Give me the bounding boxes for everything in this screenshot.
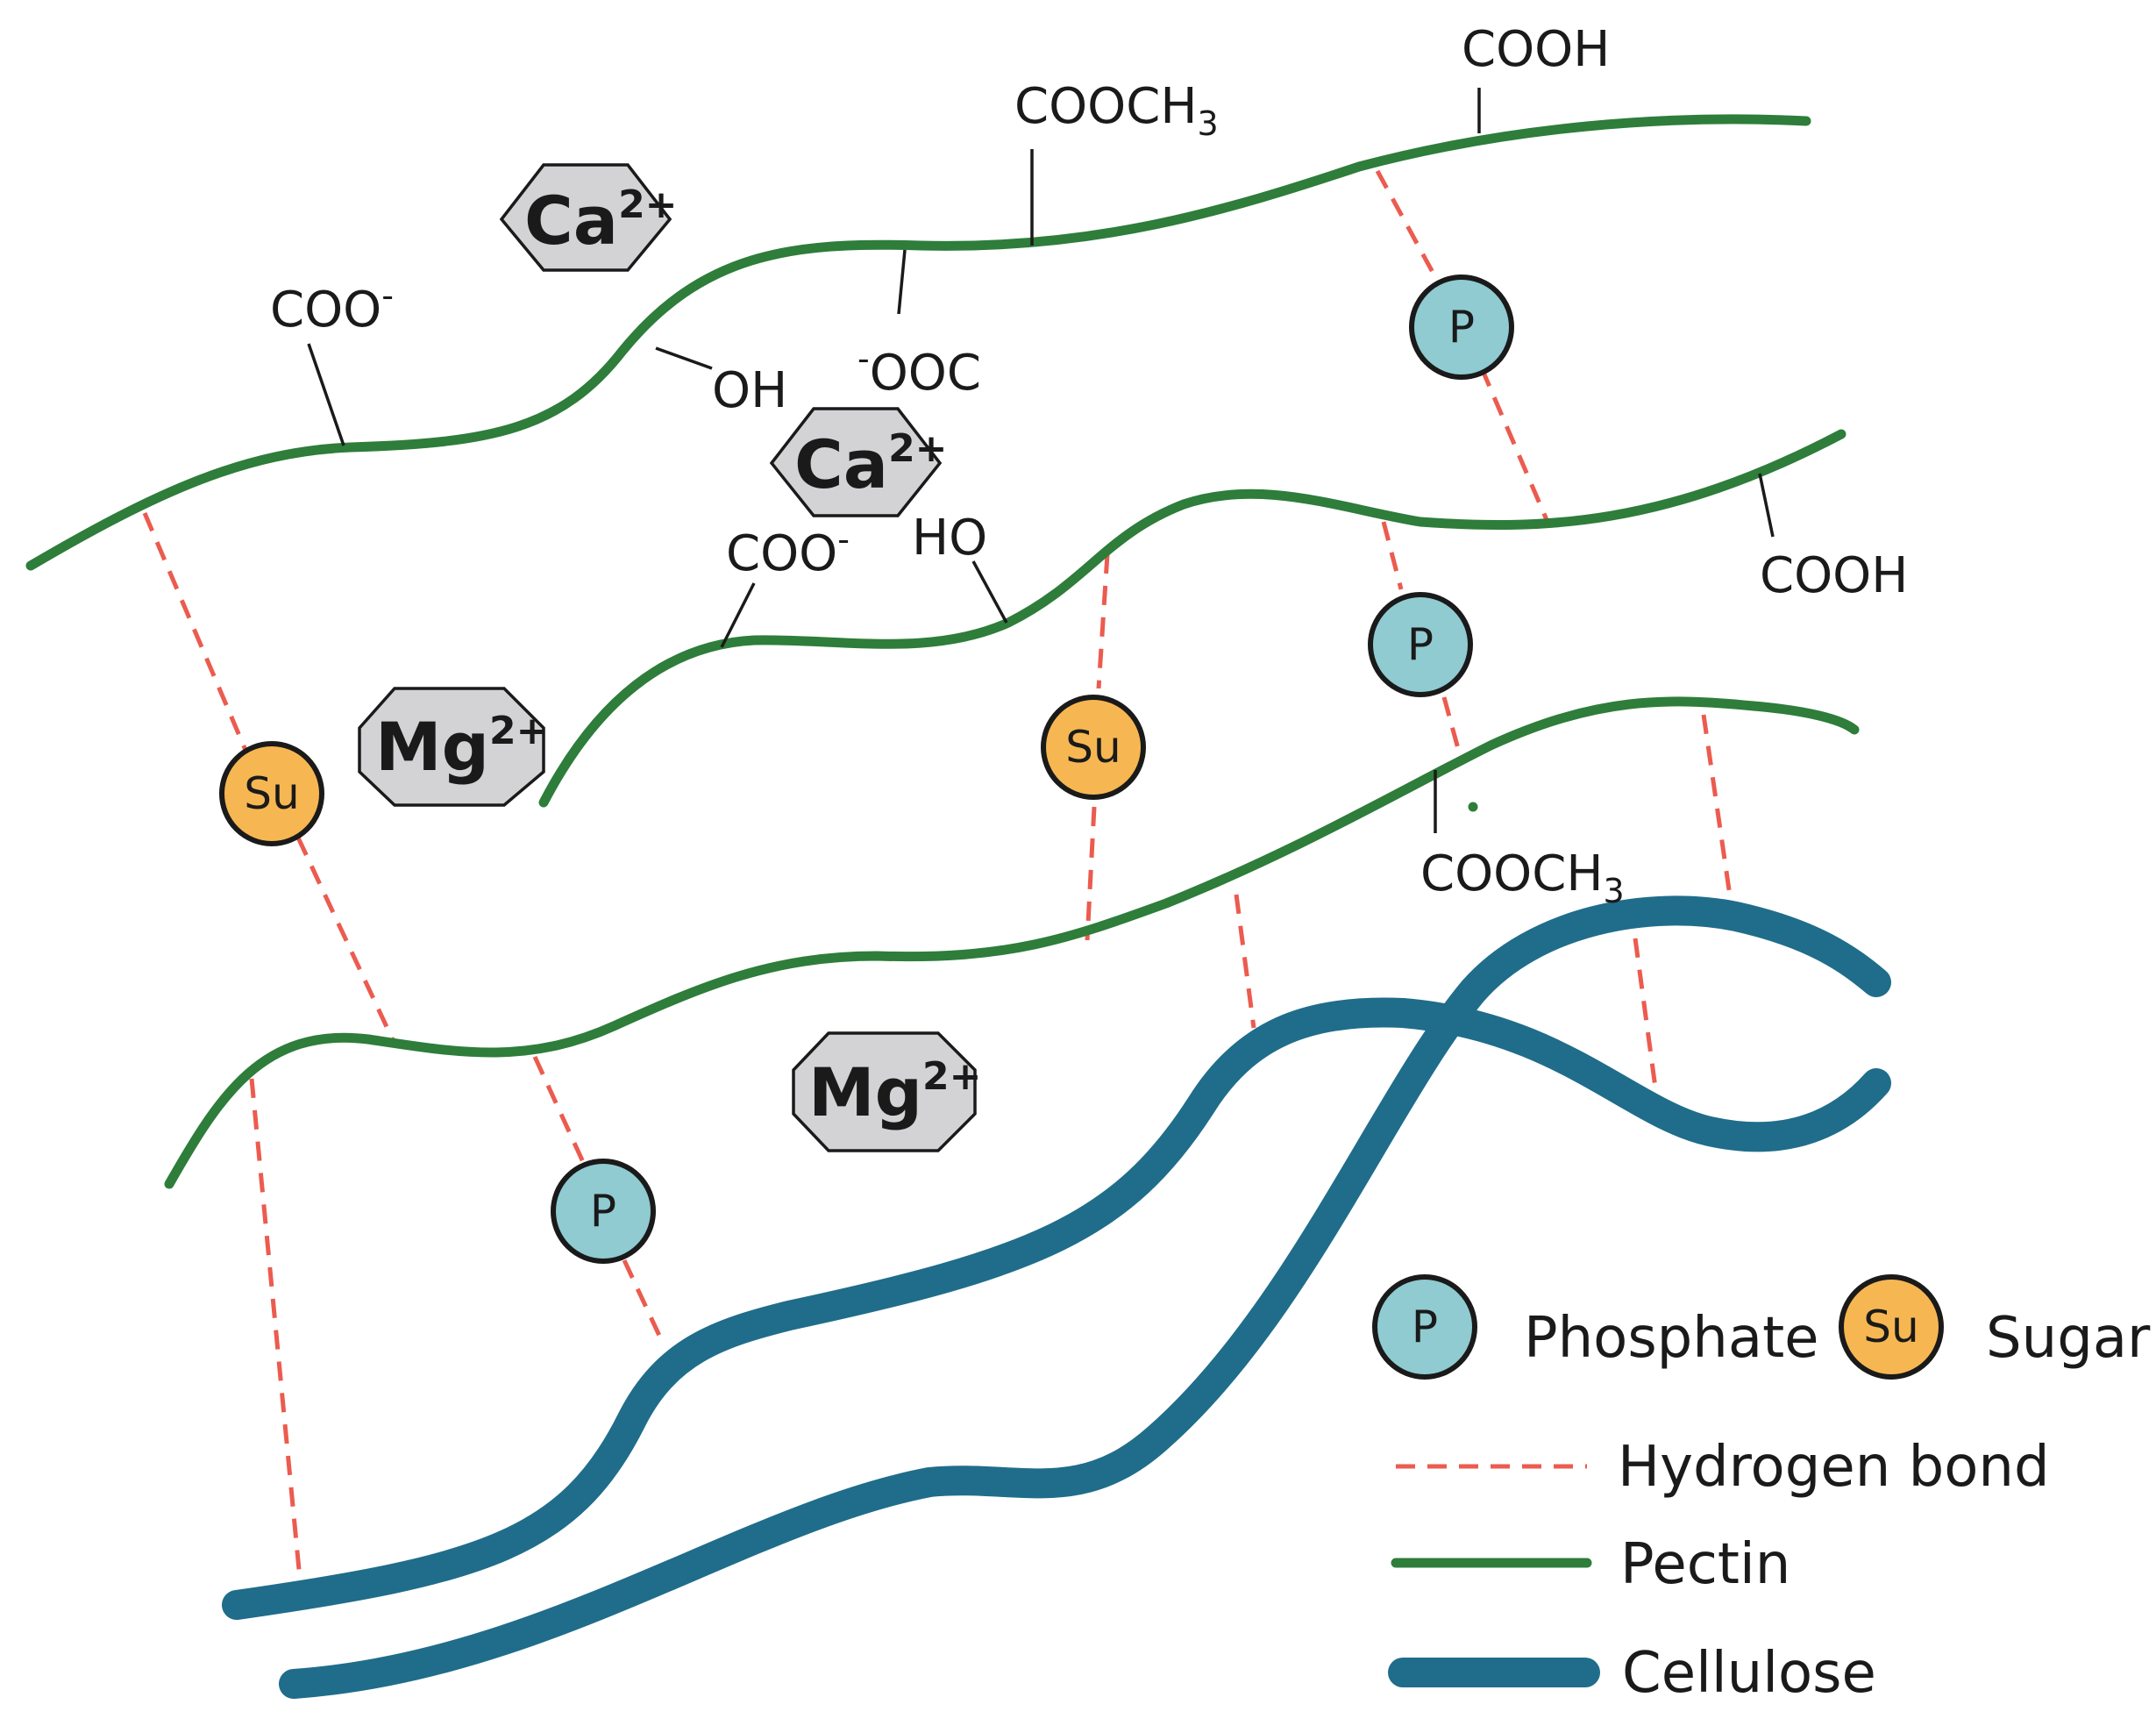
cooh-right-label: COOH (1760, 547, 1908, 604)
mg-ion-left: Mg2+ (358, 687, 549, 807)
legend-hydrogen-bond: Hydrogen bond (1396, 1435, 2050, 1500)
sugar-badge-left-label: Su (244, 768, 299, 819)
hbond-left-long-lower (295, 836, 397, 1045)
legend-hydrogen-bond-label: Hydrogen bond (1618, 1435, 2050, 1500)
ho-mid-bond (971, 560, 1008, 624)
legend-phosphate-swatch-label: P (1412, 1302, 1438, 1352)
linker-badges: P P P Su Su (219, 275, 1514, 1264)
ca-ion-mid-label: Ca2+ (794, 425, 948, 503)
coo-mid-bond (720, 582, 756, 648)
legend-sugar-label: Sugar (1986, 1306, 2151, 1371)
phosphate-badge-bottom-label: P (590, 1186, 616, 1237)
phosphate-badge-bottom: P (551, 1159, 656, 1264)
legend-sugar: Su Sugar (1839, 1274, 2151, 1380)
ca-ion-top-label: Ca2+ (524, 182, 678, 260)
cooch3-top-label: COOCH3 (1014, 78, 1219, 143)
coo-top-left-label: COO- (270, 276, 394, 339)
pectin-strand-2 (538, 429, 1846, 808)
hbond-left-bottom (249, 1078, 302, 1580)
hbond-top-right-lower (1479, 367, 1550, 523)
metal-ions: Ca2+ Ca2+ Mg2+ Mg2+ (358, 163, 982, 1152)
hbond-cellulose-mid (1234, 894, 1256, 1029)
functional-groups: COO- OH -OOC COOCH3 COOH COO- HO COOH (270, 21, 1908, 910)
legend: P Phosphate Su Sugar Hydrogen bond Pecti… (1372, 1274, 2151, 1706)
hbond-right-p-upper (1381, 521, 1404, 590)
legend-cellulose: Cellulose (1388, 1641, 1876, 1706)
cooh-right-bond (1758, 473, 1775, 538)
legend-sugar-swatch-label: Su (1863, 1302, 1918, 1352)
ooc-label: -OOC (857, 339, 981, 402)
oh-top-label: OH (712, 362, 787, 419)
ca-ion-top: Ca2+ (499, 163, 678, 272)
hbond-top-right-upper (1375, 169, 1442, 287)
mg-ion-left-label: Mg2+ (375, 708, 549, 786)
ca-ion-mid-hexagon (769, 407, 943, 517)
mg-ion-lower-octagon (792, 1031, 977, 1152)
cellulose-strands (222, 895, 1891, 1699)
hbond-mid-lower (1085, 806, 1097, 941)
pectin-strand-1 (25, 114, 1811, 571)
ho-mid-label: HO (912, 510, 987, 567)
mg-ion-lower: Mg2+ (792, 1031, 982, 1152)
phosphate-badge-mid-label: P (1407, 619, 1434, 670)
mg-ion-left-octagon (358, 687, 545, 807)
hbond-cellulose-right-lower (1633, 938, 1660, 1102)
legend-sugar-swatch (1839, 1274, 1944, 1380)
cellulose-strand-upper (279, 895, 1891, 1699)
sugar-badge-left: Su (219, 741, 324, 846)
pectin-strands (25, 114, 1860, 1189)
phosphate-badge-top-label: P (1448, 302, 1475, 353)
hbond-mid-upper (1096, 553, 1110, 689)
hbond-left-long-upper (142, 512, 250, 755)
legend-phosphate: P Phosphate (1372, 1274, 1819, 1380)
hbond-p-bottom-lower (622, 1259, 663, 1339)
hbond-p-bottom-upper (532, 1055, 586, 1164)
phosphate-badge-mid: P (1368, 592, 1473, 697)
pectin-strand-3 (164, 696, 1860, 1189)
phosphate-badge-top-circle (1409, 275, 1514, 380)
ooc-bond (897, 249, 907, 315)
sugar-badge-mid-circle (1041, 695, 1146, 800)
sugar-badge-mid-label: Su (1065, 722, 1121, 773)
hbond-cellulose-right (1701, 714, 1734, 909)
cooh-top-label: COOH (1462, 21, 1610, 78)
legend-pectin: Pectin (1391, 1532, 1790, 1597)
legend-pectin-label: Pectin (1620, 1532, 1790, 1597)
legend-cellulose-label: Cellulose (1622, 1641, 1876, 1706)
phosphate-badge-top: P (1409, 275, 1514, 380)
legend-phosphate-label: Phosphate (1524, 1306, 1819, 1371)
cooch3-lower-label: COOCH3 (1420, 845, 1625, 910)
sugar-badge-left-circle (219, 741, 324, 846)
ca-ion-top-hexagon (499, 163, 672, 272)
legend-phosphate-swatch (1372, 1274, 1477, 1380)
coo-top-left-bond (307, 343, 345, 446)
sugar-badge-mid: Su (1041, 695, 1146, 800)
hydrogen-bonds (142, 169, 1734, 1580)
oh-top-bond (655, 346, 713, 370)
coo-mid-label: COO- (726, 520, 850, 582)
cellulose-strand-lower (222, 997, 1891, 1620)
phosphate-badge-mid-circle (1368, 592, 1473, 697)
ca-ion-mid: Ca2+ (769, 407, 948, 517)
phosphate-badge-bottom-circle (551, 1159, 656, 1264)
mg-ion-lower-label: Mg2+ (808, 1053, 982, 1131)
hbond-right-p-lower (1441, 696, 1465, 766)
